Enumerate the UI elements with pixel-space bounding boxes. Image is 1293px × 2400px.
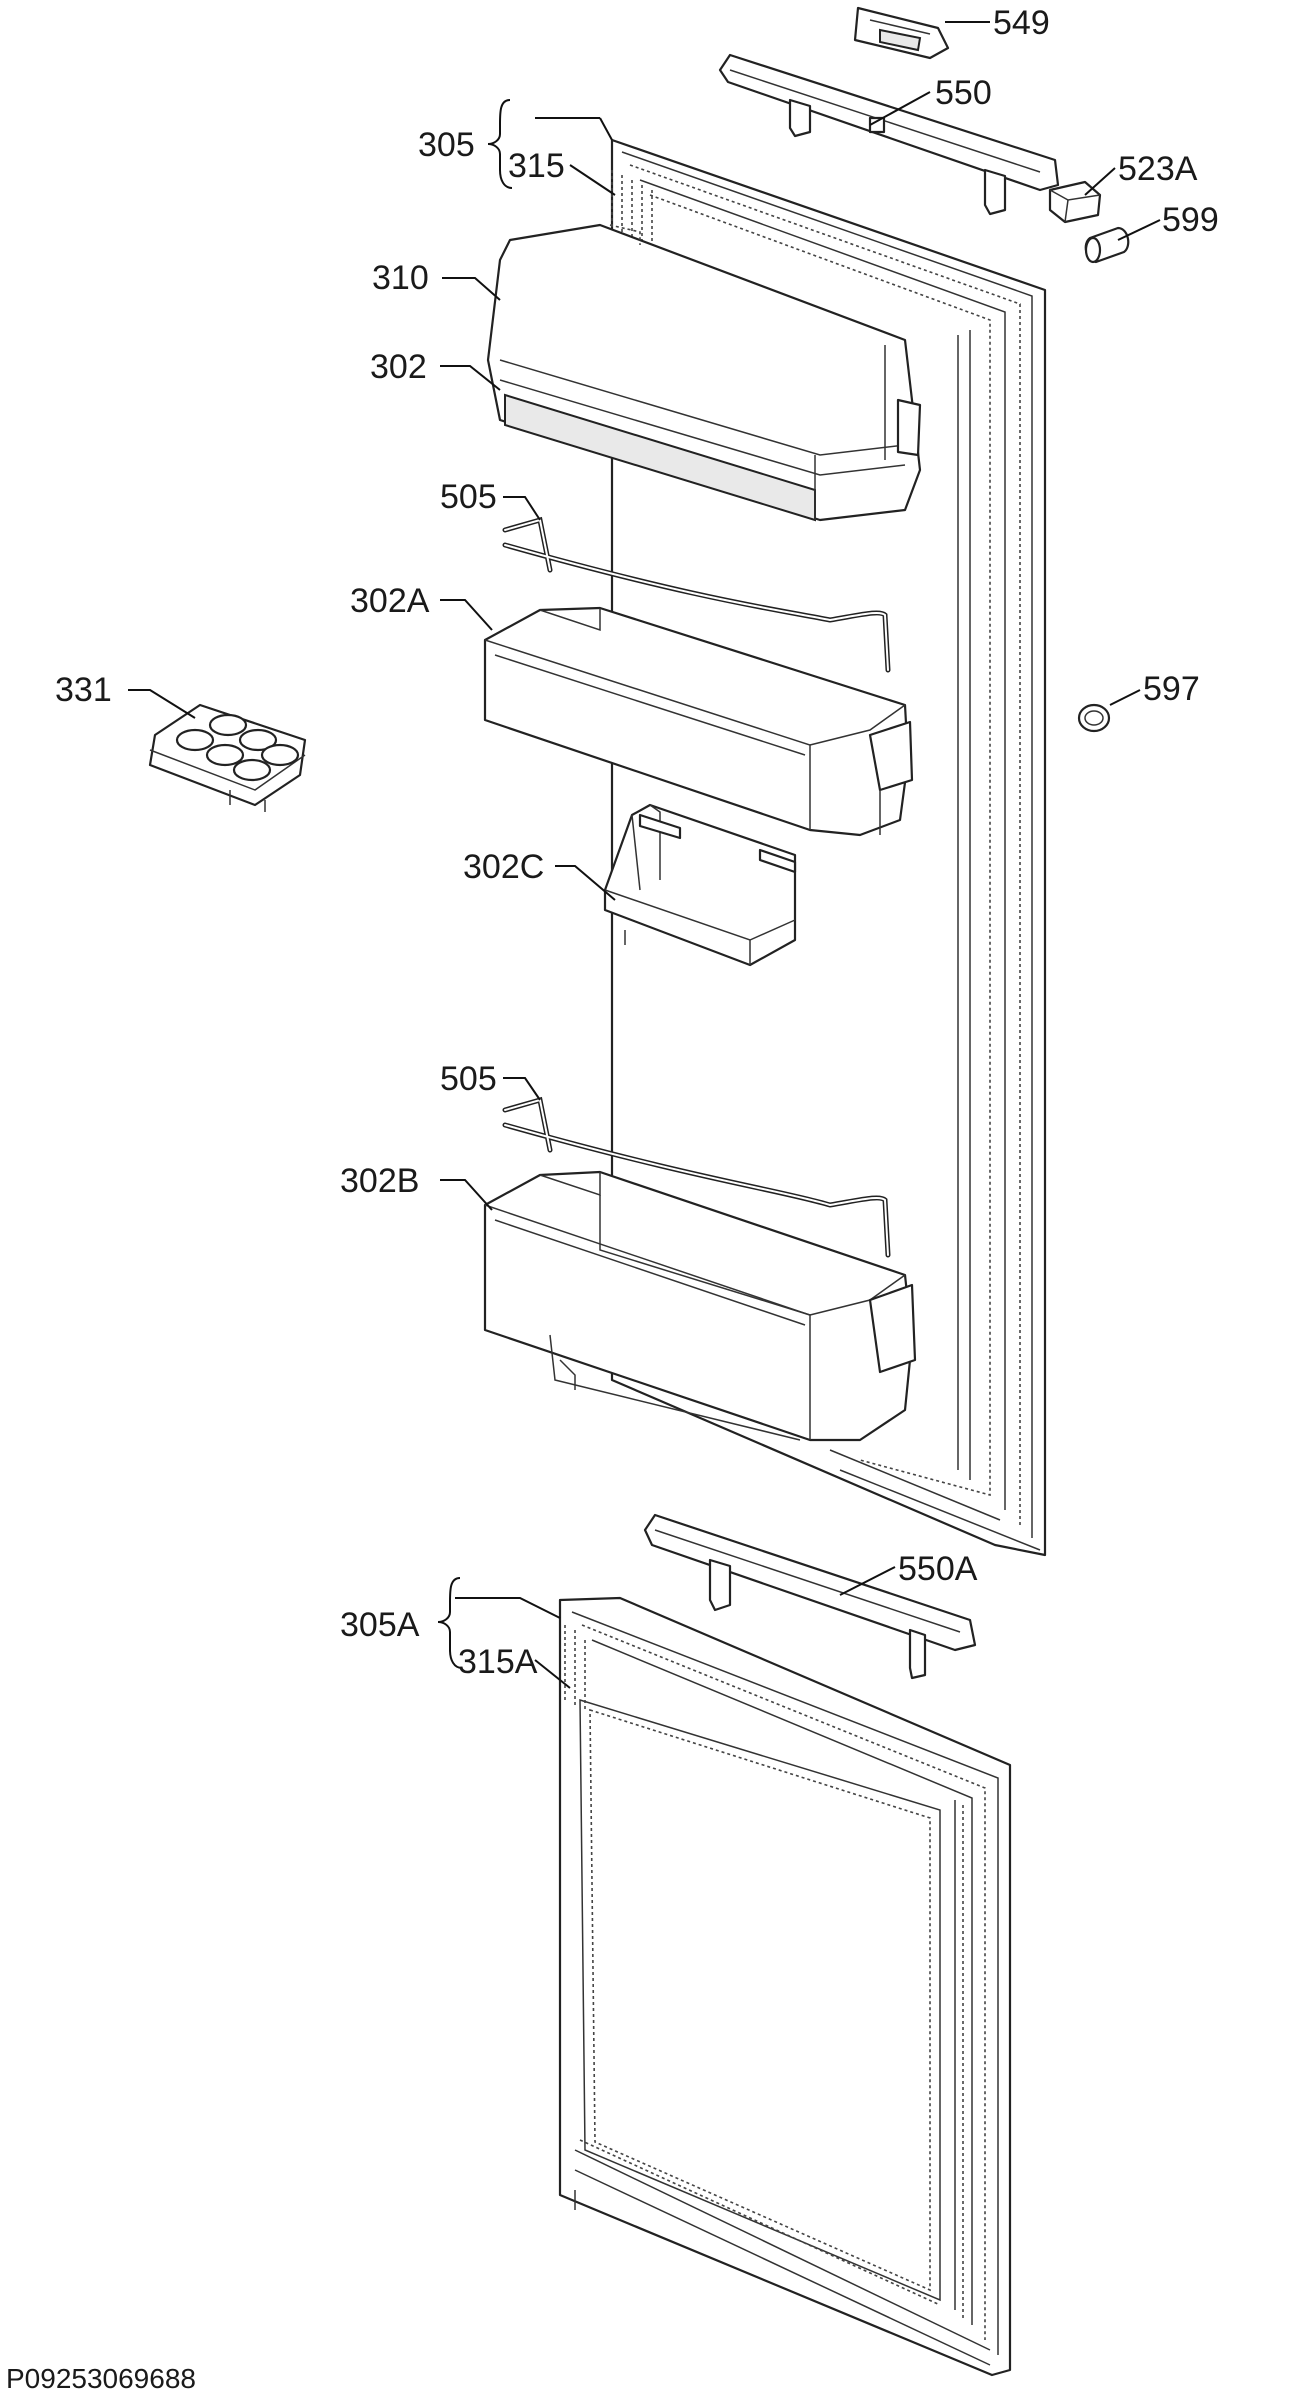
label-550A: 550A [898, 1550, 978, 1588]
label-305: 305 [418, 126, 475, 164]
lower-door-frame [558, 1596, 1012, 2377]
part-302C-small-shelf [603, 803, 797, 967]
label-315A: 315A [458, 1643, 538, 1681]
label-302A: 302A [350, 582, 430, 620]
callout-labels: 549 550 305 315 523A 599 310 302 505 302… [6, 4, 1219, 2394]
label-305A: 305A [340, 1606, 420, 1644]
leader-lines [128, 21, 1161, 1689]
label-302: 302 [370, 348, 427, 386]
part-550-upper-handle [718, 53, 1060, 216]
part-597-button [1077, 703, 1111, 733]
label-599: 599 [1162, 201, 1219, 239]
part-302A-door-shelf [483, 606, 914, 837]
part-310-dairy-lid [486, 223, 922, 522]
label-505-lower: 505 [440, 1060, 497, 1098]
part-302B-door-shelf [483, 1170, 917, 1442]
label-523A: 523A [1118, 150, 1198, 188]
part-549-hinge-cap [853, 6, 950, 60]
label-597: 597 [1143, 670, 1200, 708]
label-549: 549 [993, 4, 1050, 42]
label-550: 550 [935, 74, 992, 112]
label-315: 315 [508, 147, 565, 185]
label-331: 331 [55, 671, 112, 709]
part-550A-lower-handle [643, 1513, 977, 1680]
label-302B: 302B [340, 1162, 419, 1200]
label-310: 310 [372, 259, 429, 297]
part-331-egg-tray [148, 703, 307, 812]
upper-door-frame [610, 138, 1047, 1557]
drawing-code: P09253069688 [6, 2363, 196, 2394]
label-302C: 302C [463, 848, 544, 886]
label-505-upper: 505 [440, 478, 497, 516]
part-599-pin [1084, 226, 1130, 264]
